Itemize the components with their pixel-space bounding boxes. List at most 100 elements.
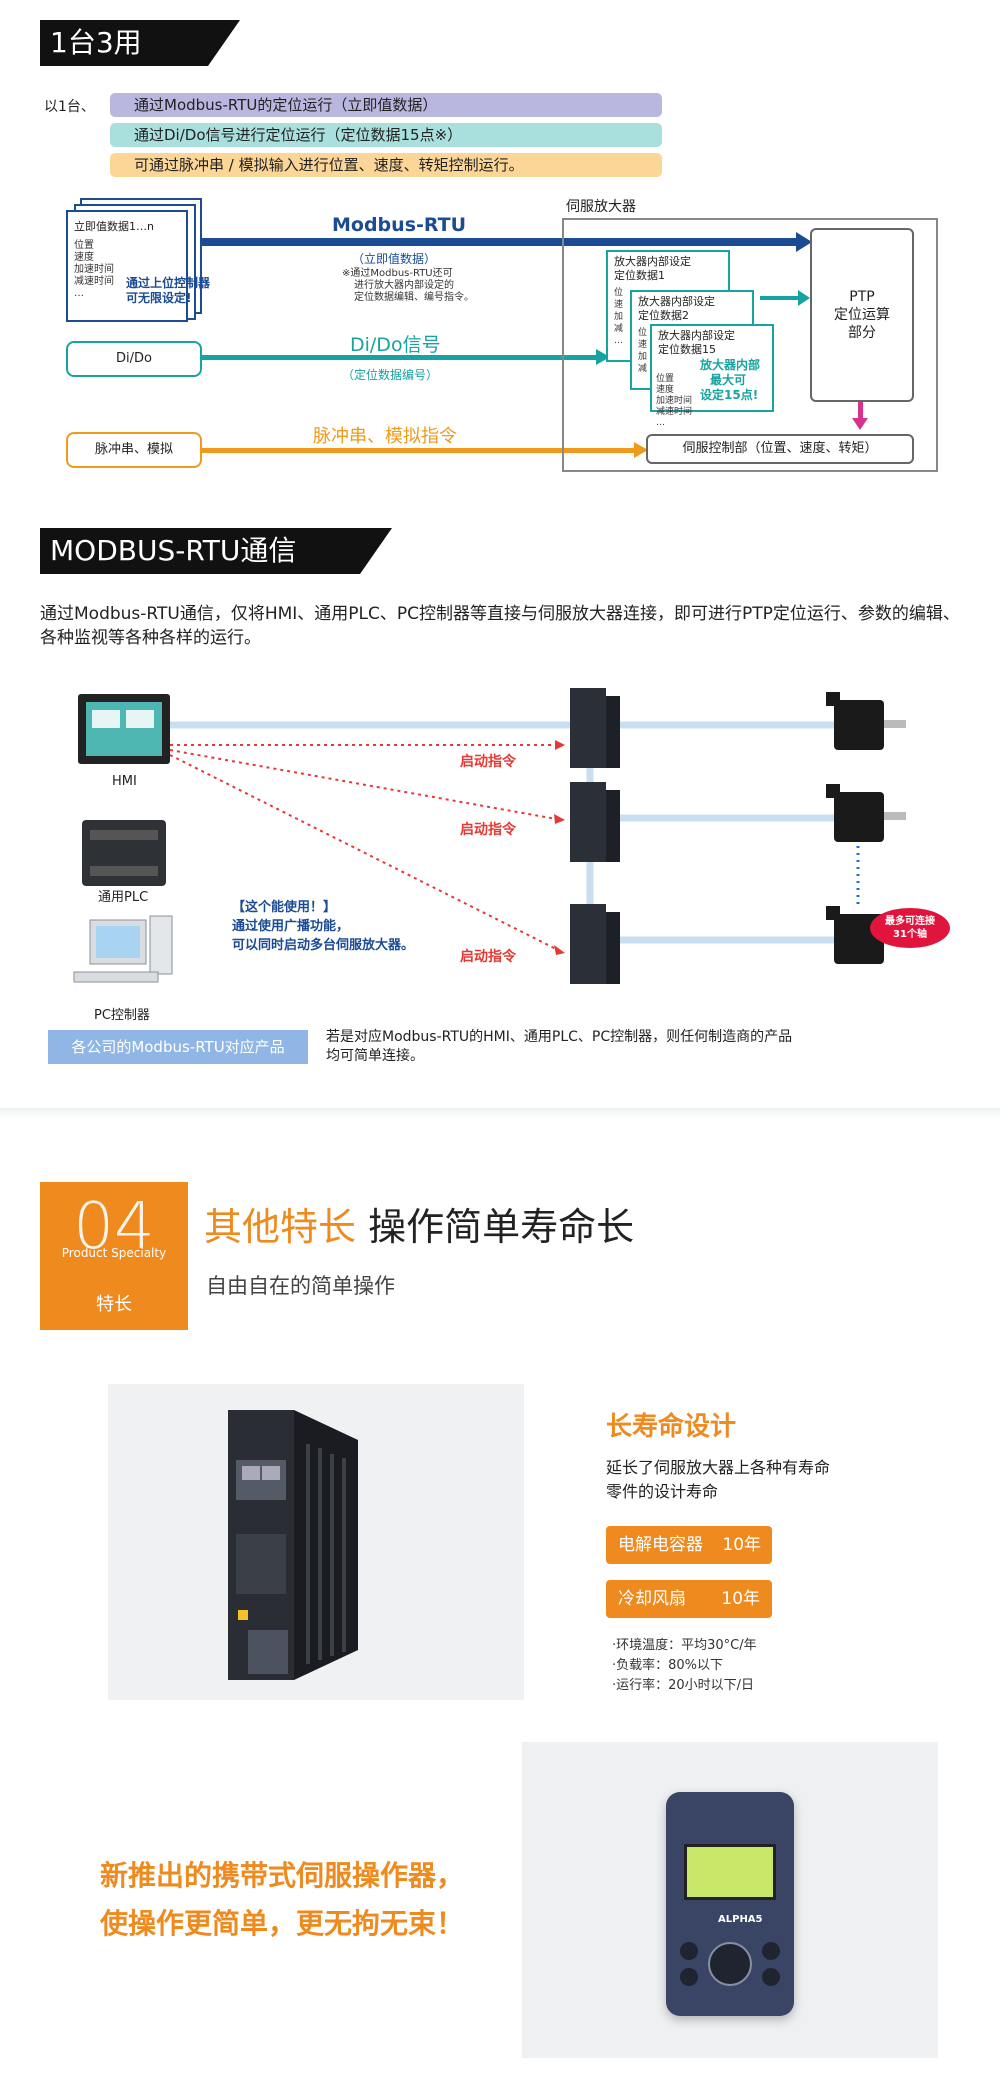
ptp-box: PTP 定位运算 部分 xyxy=(810,228,914,402)
immediate-item: 加速时间 xyxy=(74,264,114,275)
ptp-down-arrow xyxy=(858,402,863,420)
inner-card-sub: 定位数据15 xyxy=(658,343,716,356)
dido-label: Di/Do信号 xyxy=(350,334,441,356)
tag-fan: 冷却风扇 10年 xyxy=(606,1580,772,1618)
tip-title: 【这个能使用！】 xyxy=(232,900,337,915)
modbus-arrowhead xyxy=(796,232,812,252)
servo-amplifier-photo xyxy=(228,1410,358,1680)
inner-to-ptp-arrow xyxy=(760,296,800,300)
start-cmd-2: 启动指令 xyxy=(460,822,516,838)
plc-icon xyxy=(82,820,166,886)
pendant-button-left2 xyxy=(680,1968,698,1986)
ptp-line: 定位运算 xyxy=(834,307,890,323)
ptp-line: 部分 xyxy=(848,325,876,341)
compat-line: 若是对应Modbus-RTU的HMI、通用PLC、PC控制器，则任何制造商的产品 xyxy=(326,1029,793,1045)
pc-icon xyxy=(73,915,173,983)
condition-line: ·环境温度：平均30°C/年 xyxy=(612,1638,757,1653)
servo-amplifier-icon xyxy=(570,688,620,984)
inner-note-line: 放大器内部 xyxy=(700,358,761,372)
immediate-note-line2: 可无限设定! xyxy=(126,291,192,305)
pendant-line: 使操作更简单，更无拘无束！ xyxy=(100,1907,465,1940)
modbus-label: Modbus-RTU xyxy=(332,214,467,236)
dido-sub: （定位数据编号） xyxy=(342,368,439,382)
condition-line: ·运行率：20小时以下/日 xyxy=(612,1678,755,1693)
compat-line: 均可简单连接。 xyxy=(326,1048,424,1064)
feature-subtitle: 自由自在的简单操作 xyxy=(206,1274,395,1298)
inner-item: 减速时间 xyxy=(656,407,693,417)
pulse-label: 脉冲串、模拟指令 xyxy=(313,426,457,447)
modbus-description: 通过Modbus-RTU通信，仅将HMI、通用PLC、PC控制器等直接与伺服放大… xyxy=(40,604,960,648)
inner-card-title: 放大器内部设定 xyxy=(638,295,715,308)
compat-text: 若是对应Modbus-RTU的HMI、通用PLC、PC控制器，则任何制造商的产品… xyxy=(326,1028,792,1066)
badge-line: 31个轴 xyxy=(893,929,927,940)
inner-note: 放大器内部 最大可 设定15点! xyxy=(700,358,760,403)
network-diagram xyxy=(73,688,950,984)
tag-name: 电解电容器 xyxy=(618,1535,703,1555)
intro-label: 以1台、 xyxy=(44,99,95,115)
pendant-photo-panel: ALPHA5 xyxy=(522,1742,938,2058)
immediate-note: 通过上位控制器 可无限设定! xyxy=(126,276,210,306)
servo-amp-photo-panel xyxy=(108,1384,524,1700)
modbus-note-line: 进行放大器内部设定的 xyxy=(354,280,454,291)
banner-title: 1台3用 xyxy=(50,26,142,59)
immediate-data-card: 立即值数据1…n 位置 速度 加速时间 减速时间 … xyxy=(66,210,188,322)
dido-arrow xyxy=(202,355,598,360)
immediate-item: 减速时间 xyxy=(74,276,114,287)
pendant-button-right xyxy=(762,1942,780,1960)
servo-amp-frame xyxy=(562,218,938,472)
inner-item: 速度 xyxy=(656,385,675,395)
pendant-line: 新推出的携带式伺服操作器， xyxy=(100,1859,465,1892)
feature-number: 04 xyxy=(73,1190,155,1264)
pulse-box: 脉冲串、模拟 xyxy=(66,432,202,468)
servo-amp-title: 伺服放大器 xyxy=(566,199,636,215)
servo-control-box: 伺服控制部（位置、速度、转矩） xyxy=(646,434,914,464)
condition-line: ·负载率：80%以下 xyxy=(612,1658,724,1673)
ptp-line: PTP xyxy=(849,289,875,305)
feature-badge: 04 Product Specialty 特长 xyxy=(40,1182,188,1330)
tag-capacitor: 电解电容器 10年 xyxy=(606,1526,772,1564)
inner-card-items: 位速加减… xyxy=(614,288,624,346)
immediate-item: 位置 xyxy=(74,240,94,251)
pulse-arrow xyxy=(202,448,636,453)
pendant-dpad-icon xyxy=(708,1942,752,1986)
feature-title: 其他特长 操作简单寿命长 xyxy=(204,1204,634,1250)
inner-card-sub: 定位数据2 xyxy=(638,309,689,322)
pendant-button-left xyxy=(680,1942,698,1960)
feature-title-orange: 其他特长 xyxy=(204,1205,357,1249)
immediate-item: … xyxy=(74,288,84,299)
modbus-note: ※通过Modbus-RTU还可 进行放大器内部设定的 定位数据编辑、编号指令。 xyxy=(342,268,474,304)
pendant-device: ALPHA5 xyxy=(666,1792,794,2016)
max-axis-badge-text: 最多可连接 31个轴 xyxy=(872,915,948,941)
pill-modbus: 通过Modbus-RTU的定位运行（立即值数据） xyxy=(110,93,662,117)
inner-items: 位置 速度 加速时间 减速时间 … xyxy=(656,374,692,429)
feature-title-black: 操作简单寿命长 xyxy=(368,1205,635,1249)
pulse-arrowhead xyxy=(634,442,648,458)
inner-card-3: 放大器内部设定 定位数据15 xyxy=(650,324,774,412)
inner-item: 位置 xyxy=(656,374,675,384)
inner-note-line: 最大可 xyxy=(710,373,747,387)
feature-badge-label: 特长 xyxy=(96,1294,132,1315)
device-label-hmi: HMI xyxy=(112,774,137,789)
inner-card-title: 放大器内部设定 xyxy=(614,255,691,268)
immediate-item: 速度 xyxy=(74,252,94,263)
tag-value: 10年 xyxy=(722,1535,762,1555)
section-banner-3in1: 1台3用 xyxy=(40,20,240,66)
modbus-arrow xyxy=(200,238,800,246)
ptp-down-arrowhead xyxy=(852,418,868,430)
broadcast-tip: 【这个能使用！】 通过使用广播功能， 可以同时启动多台伺服放大器。 xyxy=(232,898,414,955)
modbus-sub: （立即值数据） xyxy=(352,252,437,266)
pendant-screen xyxy=(684,1844,776,1900)
life-conditions: ·环境温度：平均30°C/年 ·负载率：80%以下 ·运行率：20小时以下/日 xyxy=(612,1636,757,1696)
inner-item: … xyxy=(656,418,665,428)
tag-name: 冷却风扇 xyxy=(618,1589,686,1609)
pendant-promo: 新推出的携带式伺服操作器， 使操作更简单，更无拘无束！ xyxy=(100,1852,464,1948)
modbus-note-line: 定位数据编辑、编号指令。 xyxy=(354,292,474,303)
device-label-pc: PC控制器 xyxy=(94,1008,150,1023)
inner-note-line: 设定15点! xyxy=(700,388,759,402)
long-life-desc: 延长了伺服放大器上各种有寿命 零件的设计寿命 xyxy=(606,1456,830,1504)
inner-item: 加速时间 xyxy=(656,396,693,406)
long-life-desc-line: 延长了伺服放大器上各种有寿命 xyxy=(606,1458,831,1477)
dido-box: Di/Do xyxy=(66,341,202,377)
pendant-button-right2 xyxy=(762,1968,780,1986)
section-banner-modbus: MODBUS-RTU通信 xyxy=(40,528,392,574)
